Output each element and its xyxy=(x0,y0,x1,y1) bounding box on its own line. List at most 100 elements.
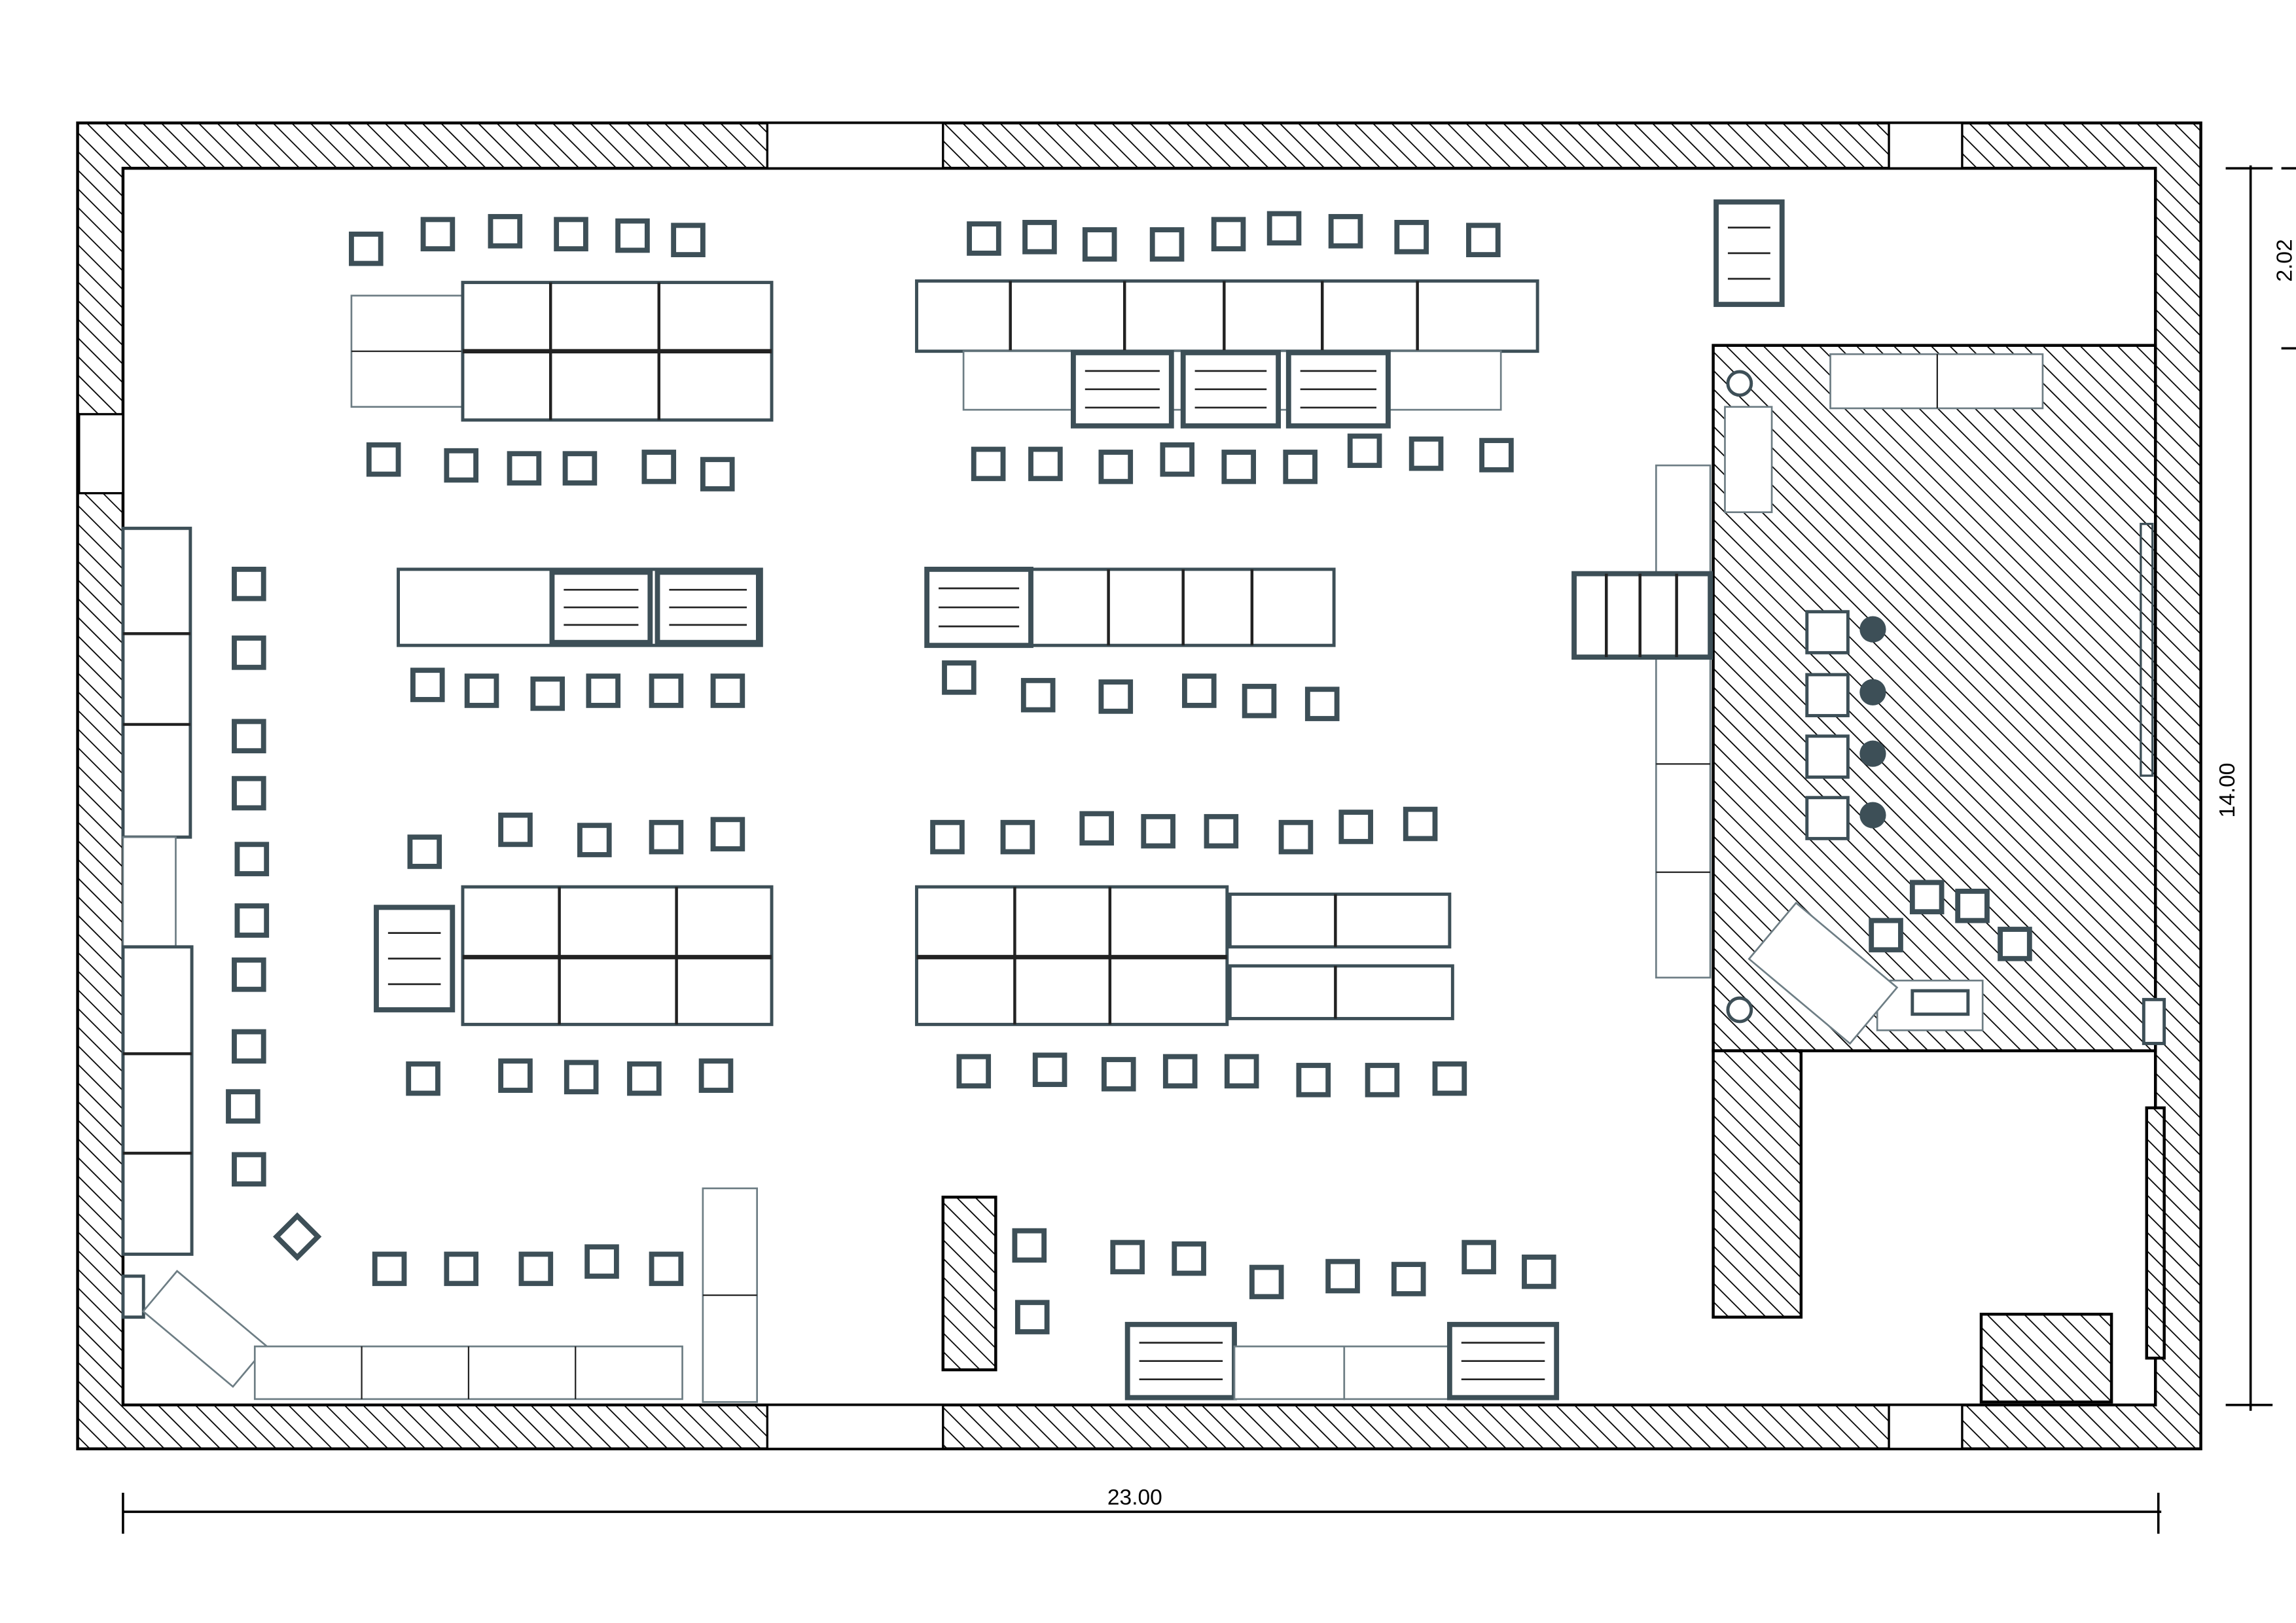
chair xyxy=(1172,1241,1206,1276)
chair xyxy=(407,834,442,869)
width-label: 23.00 xyxy=(1107,1486,1162,1510)
chair xyxy=(488,214,523,249)
chair xyxy=(1365,1063,1400,1097)
office-chair-icon xyxy=(1859,616,1886,643)
chair xyxy=(234,842,270,876)
chair xyxy=(554,217,588,252)
chair xyxy=(649,1251,684,1287)
workstation xyxy=(1805,796,1850,840)
wall-strip-upper xyxy=(2140,522,2154,777)
office-chair-icon xyxy=(1859,802,1886,829)
chair xyxy=(232,719,266,754)
chair xyxy=(1278,819,1314,855)
chair xyxy=(1304,687,1340,721)
chair xyxy=(967,221,1001,256)
chair xyxy=(349,231,384,266)
workstation xyxy=(1805,610,1850,654)
bottom-shelf xyxy=(1343,1346,1451,1400)
chair xyxy=(464,673,499,708)
chair xyxy=(366,442,401,477)
chair xyxy=(1328,214,1363,249)
office-chair-icon xyxy=(1859,740,1886,767)
chair xyxy=(942,660,977,695)
chair xyxy=(372,1251,407,1287)
chair xyxy=(518,1251,554,1287)
chair xyxy=(956,1054,992,1089)
display-table xyxy=(121,945,194,1256)
wall-shelf xyxy=(1655,464,1712,979)
chair xyxy=(1098,450,1134,484)
chair xyxy=(234,903,270,938)
chair xyxy=(1869,918,1903,953)
chair xyxy=(1466,223,1501,258)
chairs xyxy=(226,211,2032,1334)
chair xyxy=(1221,450,1256,484)
display-table xyxy=(1228,892,1452,949)
chair xyxy=(1000,819,1035,855)
chair xyxy=(1110,1240,1145,1275)
chair xyxy=(530,676,565,711)
chair xyxy=(1079,811,1114,846)
chair xyxy=(710,673,745,708)
chair xyxy=(649,819,684,855)
chair xyxy=(1032,1052,1067,1087)
chair xyxy=(1347,433,1382,469)
chair xyxy=(1998,927,2032,961)
chair xyxy=(1020,677,1056,713)
chair xyxy=(1028,446,1063,482)
chair xyxy=(1101,1057,1136,1092)
chair xyxy=(1522,1255,1556,1289)
chair xyxy=(1249,1264,1284,1300)
chair xyxy=(1338,810,1373,844)
chair xyxy=(1462,1240,1496,1275)
chair xyxy=(1141,813,1175,849)
chair xyxy=(1014,1300,1050,1334)
display-table xyxy=(915,279,1539,353)
chair xyxy=(1266,211,1302,246)
bottom-shelf xyxy=(1233,1346,1346,1400)
display-table xyxy=(121,526,192,839)
chair xyxy=(649,673,684,708)
wall-strip xyxy=(2145,1106,2166,1360)
chair xyxy=(410,668,445,702)
dimension-height: 14.00 2.02 xyxy=(2215,165,2296,1411)
chair xyxy=(1160,442,1195,477)
height-label: 14.00 xyxy=(2215,763,2240,818)
sofa-seat xyxy=(1910,989,1970,1016)
display-table xyxy=(1228,964,1454,1020)
chair xyxy=(1408,436,1444,471)
chair xyxy=(615,218,650,253)
chair xyxy=(232,957,266,992)
office-chair-icon xyxy=(1859,679,1886,705)
chair xyxy=(232,566,266,601)
chair xyxy=(406,1061,440,1096)
pillar xyxy=(121,1274,145,1319)
chair xyxy=(710,817,745,851)
chair xyxy=(1325,1258,1360,1294)
windows xyxy=(78,122,1964,1450)
chair xyxy=(586,673,621,708)
chair xyxy=(232,635,266,670)
chair xyxy=(1242,683,1277,719)
side-shelf xyxy=(122,836,177,948)
chair xyxy=(1909,880,1945,915)
chair xyxy=(232,1152,266,1187)
chair xyxy=(1211,217,1246,252)
chair xyxy=(584,1244,619,1279)
chair xyxy=(671,223,706,258)
storage-block xyxy=(1979,1312,2113,1404)
chair xyxy=(507,451,542,486)
chair xyxy=(700,457,735,491)
chair xyxy=(1082,227,1117,262)
chair xyxy=(971,446,1006,482)
chair xyxy=(1296,1063,1331,1097)
chair xyxy=(444,448,479,483)
dimension-width: 23.00 xyxy=(122,1486,2162,1534)
chair xyxy=(1098,679,1134,714)
workstation xyxy=(1805,734,1850,779)
chair xyxy=(1012,1228,1047,1263)
chair xyxy=(420,217,456,252)
chair xyxy=(1162,1054,1198,1089)
chair xyxy=(232,1029,266,1064)
